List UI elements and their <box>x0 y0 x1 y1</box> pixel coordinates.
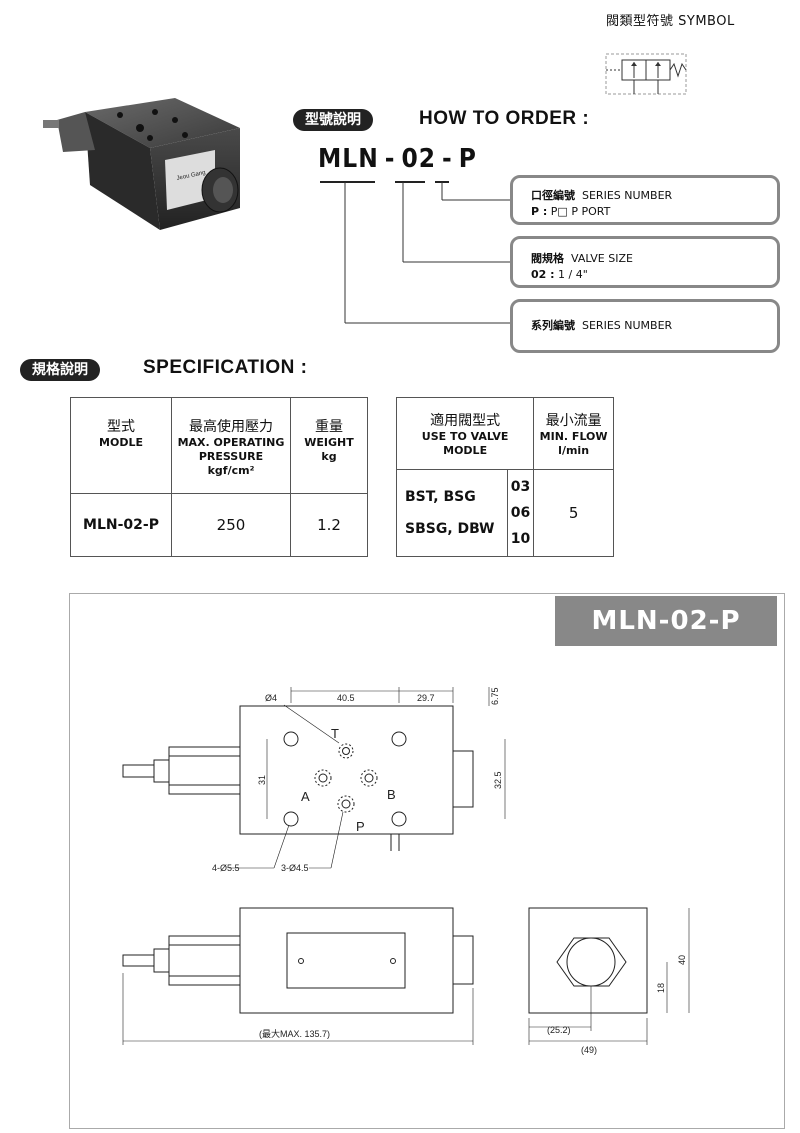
port-p: P <box>356 819 365 834</box>
order-box-port: 口徑編號 SERIES NUMBER P : P□ P PORT <box>510 175 780 225</box>
svg-text:(最大MAX. 135.7): (最大MAX. 135.7) <box>259 1028 330 1039</box>
how-to-order-pill: 型號說明 <box>293 109 373 131</box>
spec-pressure: 250 <box>171 493 291 557</box>
symbol-title: 閥類型符號 SYMBOL <box>606 14 735 29</box>
port-t: T <box>331 726 339 741</box>
hex-nut-icon <box>556 937 627 987</box>
spring-icon <box>669 62 687 78</box>
code-size: 02 <box>401 144 437 174</box>
svg-text:4-Ø5.5: 4-Ø5.5 <box>212 863 240 873</box>
svg-text:32.5: 32.5 <box>493 771 503 789</box>
spec-model: MLN-02-P <box>70 493 172 557</box>
svg-text:(49): (49) <box>581 1045 597 1055</box>
top-view-body <box>239 705 454 835</box>
port-a: A <box>301 789 310 804</box>
spec-title: SPECIFICATION : <box>143 357 308 378</box>
svg-text:18: 18 <box>656 983 666 993</box>
spec-weight: 1.2 <box>290 493 368 557</box>
how-to-order-title: HOW TO ORDER : <box>419 108 590 129</box>
order-box-size: 閥規格 VALVE SIZE 02 : 1 / 4" <box>510 236 780 288</box>
front-view-nameplate <box>286 932 406 989</box>
svg-text:Ø4: Ø4 <box>265 693 277 703</box>
model-code: MLN-02-P <box>318 144 477 174</box>
drawing-title: MLN-02-P <box>555 596 777 646</box>
order-box-series: 系列編號 SERIES NUMBER <box>510 299 780 353</box>
top-view-adjuster <box>168 746 241 795</box>
spec-table-2: 適用閥型式 USE TO VALVE MODLE 最小流量 MIN. FLOW … <box>395 397 614 557</box>
front-view-body <box>239 907 454 1014</box>
svg-text:3-Ø4.5: 3-Ø4.5 <box>281 863 309 873</box>
port-b: B <box>387 787 396 802</box>
svg-text:40.5: 40.5 <box>337 693 355 703</box>
order-leader-lines <box>320 181 515 324</box>
svg-text:6.75: 6.75 <box>490 687 500 705</box>
svg-text:(25.2): (25.2) <box>547 1025 571 1035</box>
drawing-frame <box>69 593 785 1129</box>
code-series: MLN <box>318 144 379 174</box>
spec-min-flow: 5 <box>533 469 614 557</box>
brand-label: Jeou Gang <box>176 170 206 182</box>
code-port: P <box>458 144 477 174</box>
valve-symbol <box>605 53 687 95</box>
svg-text:40: 40 <box>677 955 687 965</box>
side-view-body <box>528 907 648 1014</box>
symbol-frame <box>605 53 687 95</box>
product-photo: Jeou Gang <box>43 98 240 230</box>
spec-table-1: 型式 MODLE 最高使用壓力 MAX. OPERATING PRESSURE … <box>70 397 368 557</box>
svg-text:31: 31 <box>257 775 267 785</box>
spec-pill: 規格說明 <box>20 359 100 381</box>
top-view-plug <box>452 750 474 808</box>
technical-drawing: Ø4 40.5 29.7 6.75 31 32.5 4-Ø5.5 3-Ø4.5 … <box>122 687 690 1055</box>
svg-text:29.7: 29.7 <box>417 693 435 703</box>
